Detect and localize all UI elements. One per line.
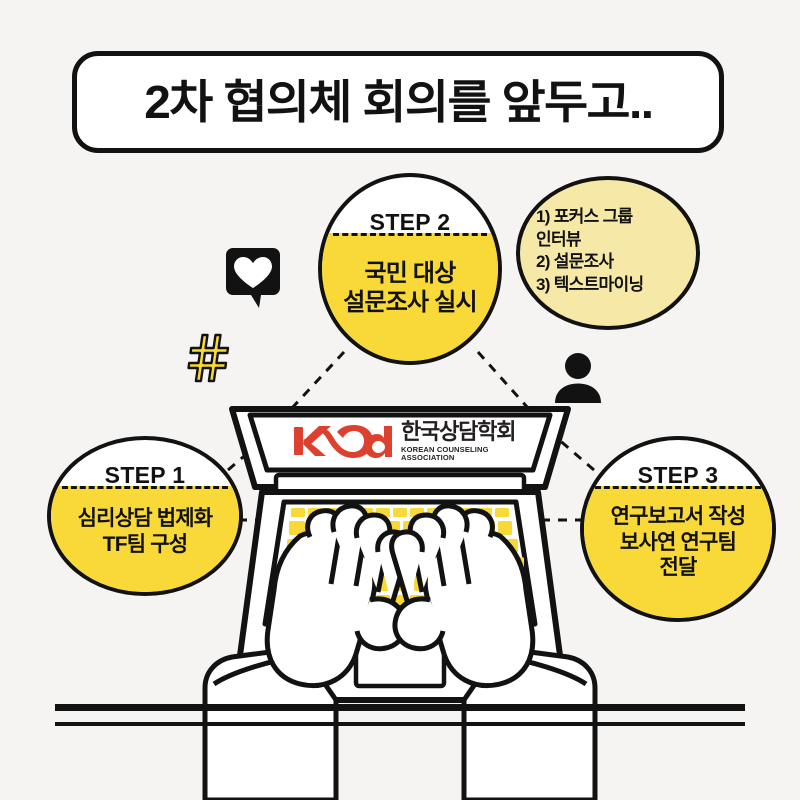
step3-label: STEP 3 <box>637 462 719 488</box>
page-title: 2차 협의체 회의를 앞두고.. <box>143 76 654 128</box>
logo-korean-name: 한국상담학회 <box>401 419 516 445</box>
person-icon <box>555 353 601 403</box>
logo-english-name: KOREAN COUNSELING ASSOCIATION <box>401 445 489 462</box>
laptop-hinge <box>273 472 527 495</box>
step3-dashed-divider <box>595 486 761 489</box>
methods-list: 1) 포커스 그룹 인터뷰 2) 설문조사 3) 텍스트마이닝 <box>536 206 688 296</box>
kca-logo: 한국상담학회 KOREAN COUNSELING ASSOCIATION <box>292 419 538 463</box>
step2-label: STEP 2 <box>369 209 451 235</box>
step1-label: STEP 1 <box>104 462 186 488</box>
logo-text-block: 한국상담학회 KOREAN COUNSELING ASSOCIATION <box>401 421 538 461</box>
title-banner: 2차 협의체 회의를 앞두고.. <box>72 51 724 153</box>
step1-yellow-fill <box>51 486 239 592</box>
step-circle-step2: STEP 2 국민 대상 설문조사 실시 <box>318 173 502 365</box>
laptop-trackpad <box>353 635 447 689</box>
step2-yellow-fill <box>322 233 498 361</box>
chat-heart-icon <box>226 248 280 308</box>
step3-yellow-fill <box>584 486 772 618</box>
step-circle-step3: STEP 3 연구보고서 작성 보사연 연구팀 전달 <box>580 436 776 622</box>
hashtag-icon <box>187 333 230 383</box>
methods-bubble: 1) 포커스 그룹 인터뷰 2) 설문조사 3) 텍스트마이닝 <box>516 176 700 330</box>
method-item-3: 3) 텍스트마이닝 <box>536 274 644 294</box>
right-hand <box>389 503 598 800</box>
method-item-1: 1) 포커스 그룹 인터뷰 <box>536 207 633 249</box>
kca-mark-icon <box>294 425 392 458</box>
method-item-2: 2) 설문조사 <box>536 252 614 272</box>
step2-dashed-divider <box>332 233 488 236</box>
laptop-keys <box>279 508 524 611</box>
step3-body: 연구보고서 작성 보사연 연구팀 전달 <box>610 505 746 580</box>
laptop-keyboard-well <box>262 499 538 627</box>
ground-line-thick <box>55 704 745 711</box>
laptop-base <box>231 489 569 703</box>
step-circle-step1: STEP 1 심리상담 법제화 TF팀 구성 <box>47 436 243 596</box>
step1-dashed-divider <box>62 486 228 489</box>
step2-body: 국민 대상 설문조사 실시 <box>343 260 477 317</box>
step1-body: 심리상담 법제화 TF팀 구성 <box>77 507 213 556</box>
ground-line-thin <box>55 722 745 726</box>
laptop-spacebar <box>339 595 459 611</box>
